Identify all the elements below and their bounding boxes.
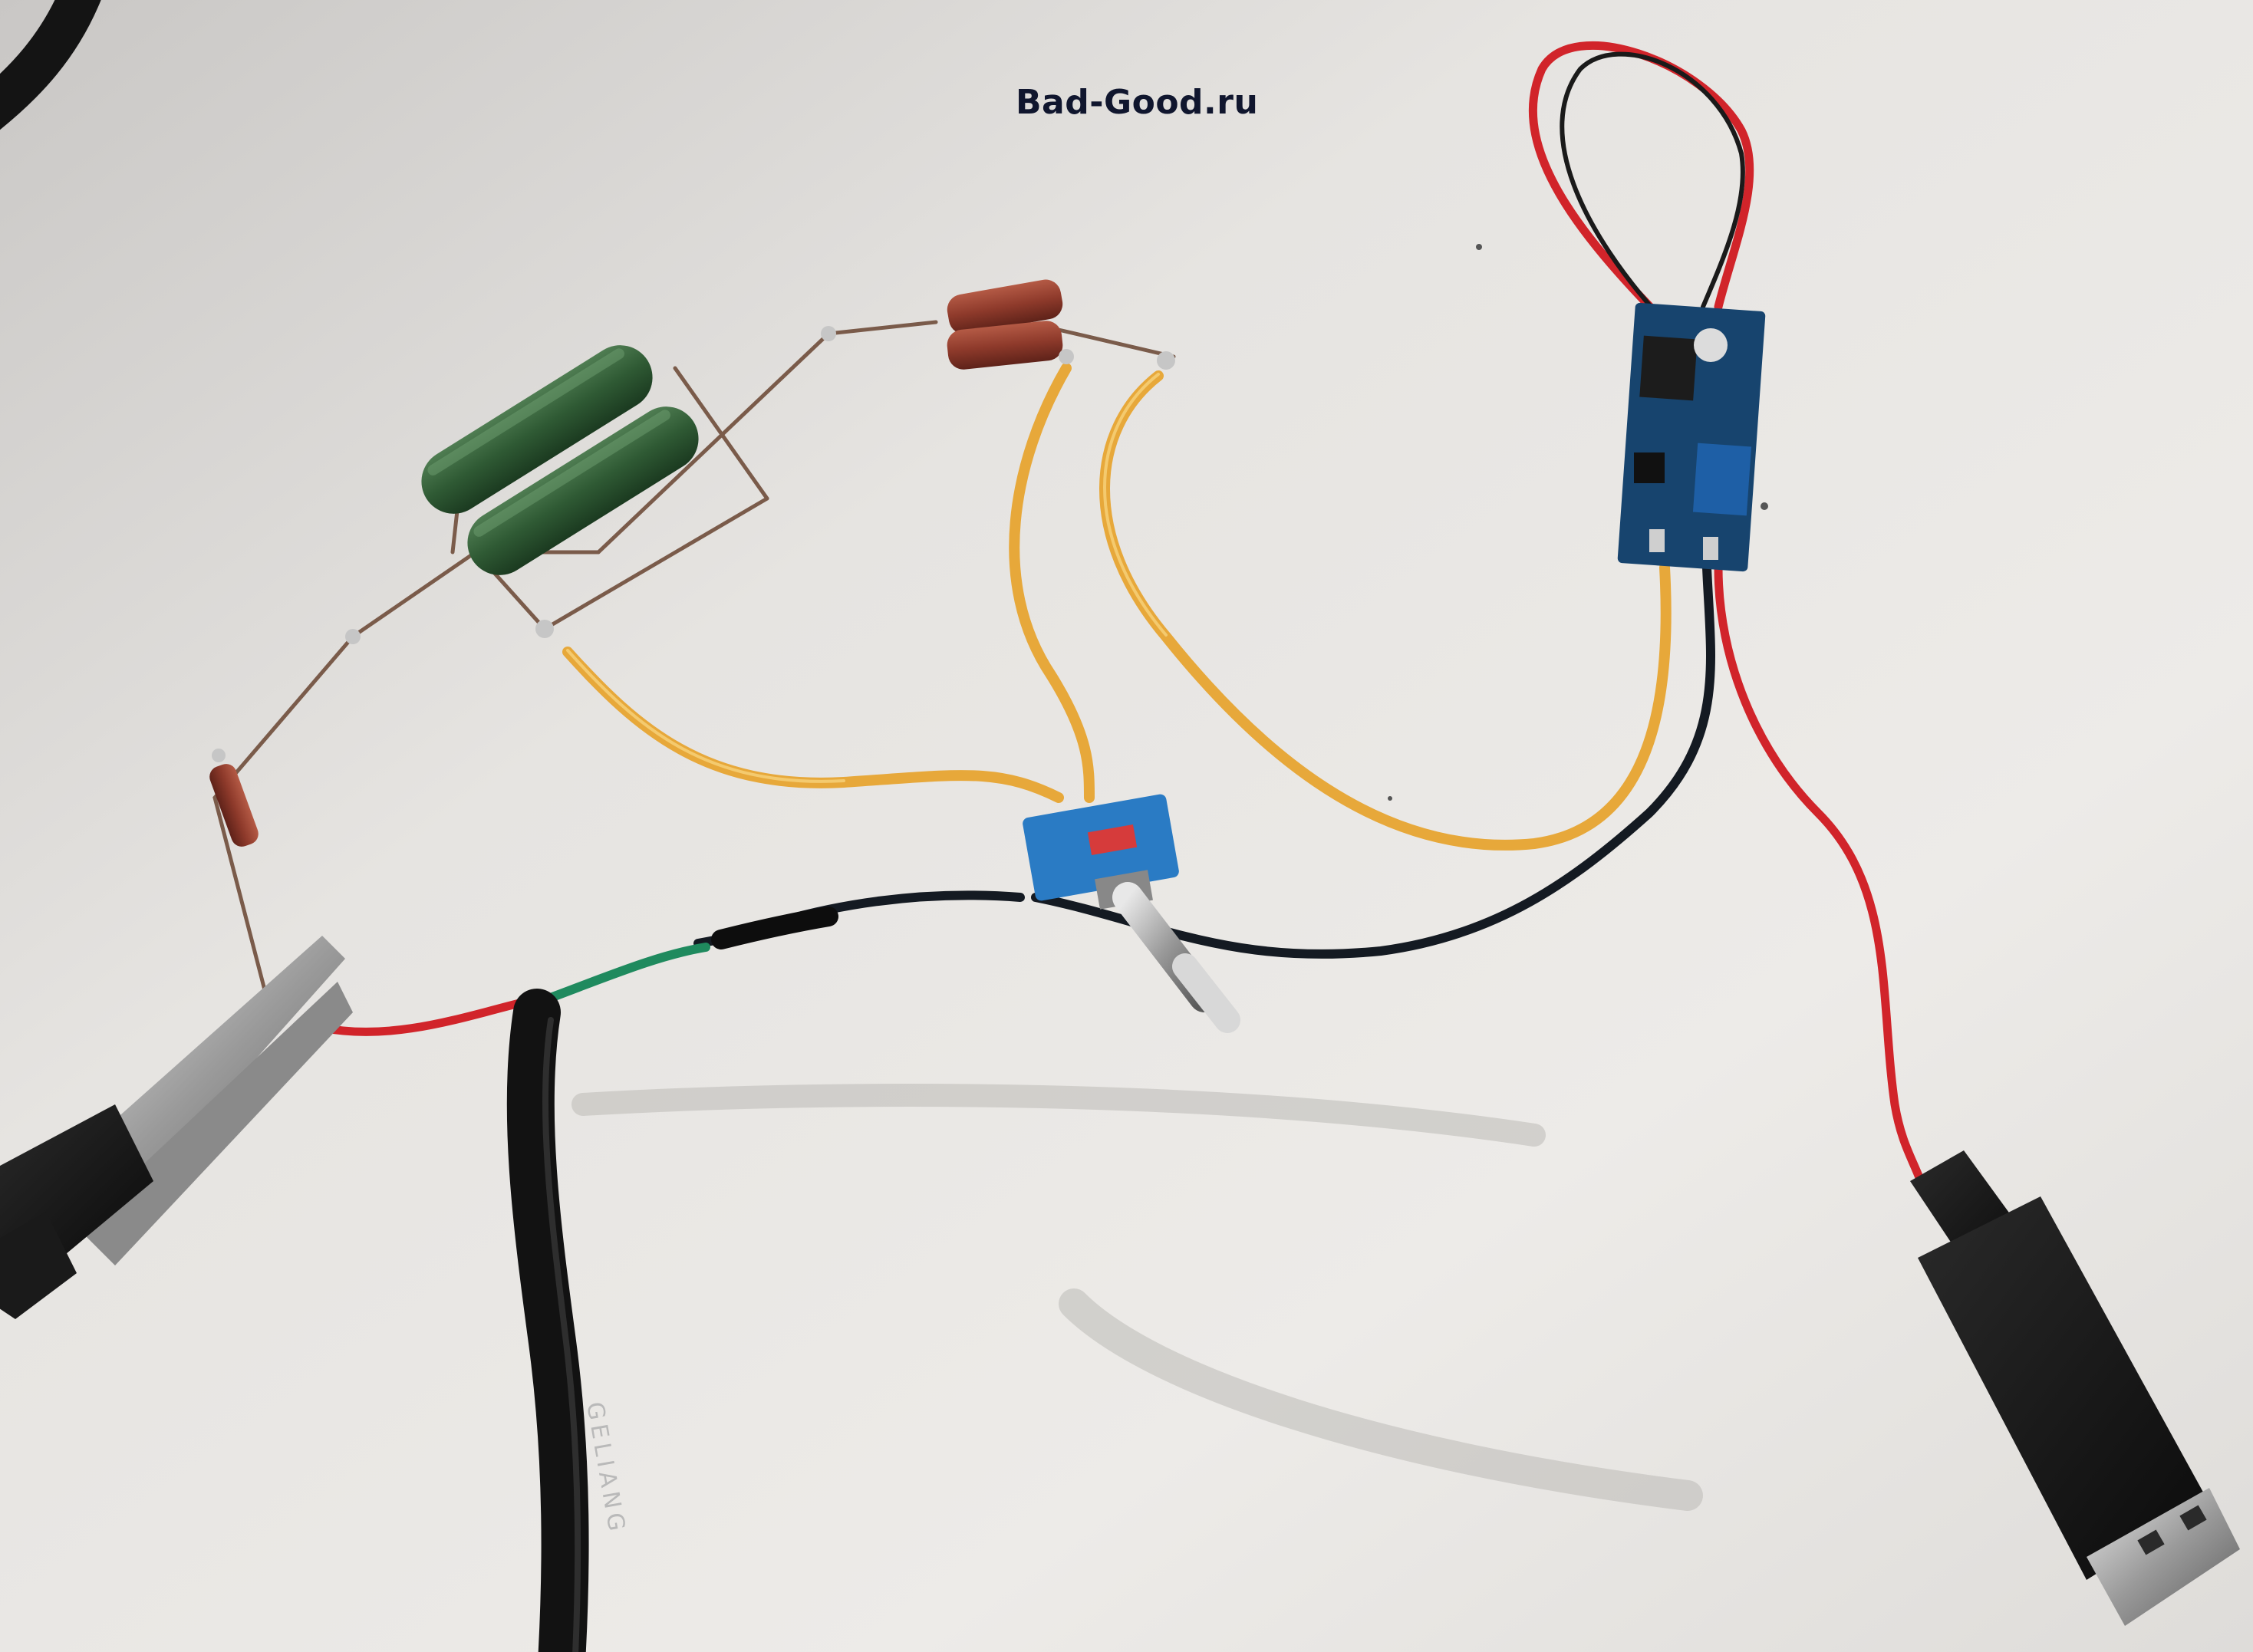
watermark: Bad-Good.ru: [1016, 83, 1259, 122]
usb-plug: [1910, 1150, 2240, 1626]
green-wire: [548, 943, 710, 1002]
red-wire-top-loop-2: [1560, 51, 1745, 324]
surface-specks: [1388, 244, 1768, 801]
boost-board: [1617, 302, 1766, 572]
yellow-wire-highlights: [566, 373, 1168, 783]
brown-resistor-left: [209, 764, 259, 847]
brown-resistors-top: [947, 279, 1063, 370]
heat-shrink: [711, 907, 838, 949]
toggle-switch: [1023, 794, 1240, 1033]
alligator-clip: [0, 936, 353, 1319]
black-cable-main: [506, 989, 589, 1652]
green-resistors: [421, 345, 699, 575]
shadows: [571, 1084, 1703, 1511]
solder-joints: [212, 326, 1175, 762]
black-cable-highlight: [542, 1017, 581, 1652]
black-cable-top-left: [0, 0, 101, 130]
